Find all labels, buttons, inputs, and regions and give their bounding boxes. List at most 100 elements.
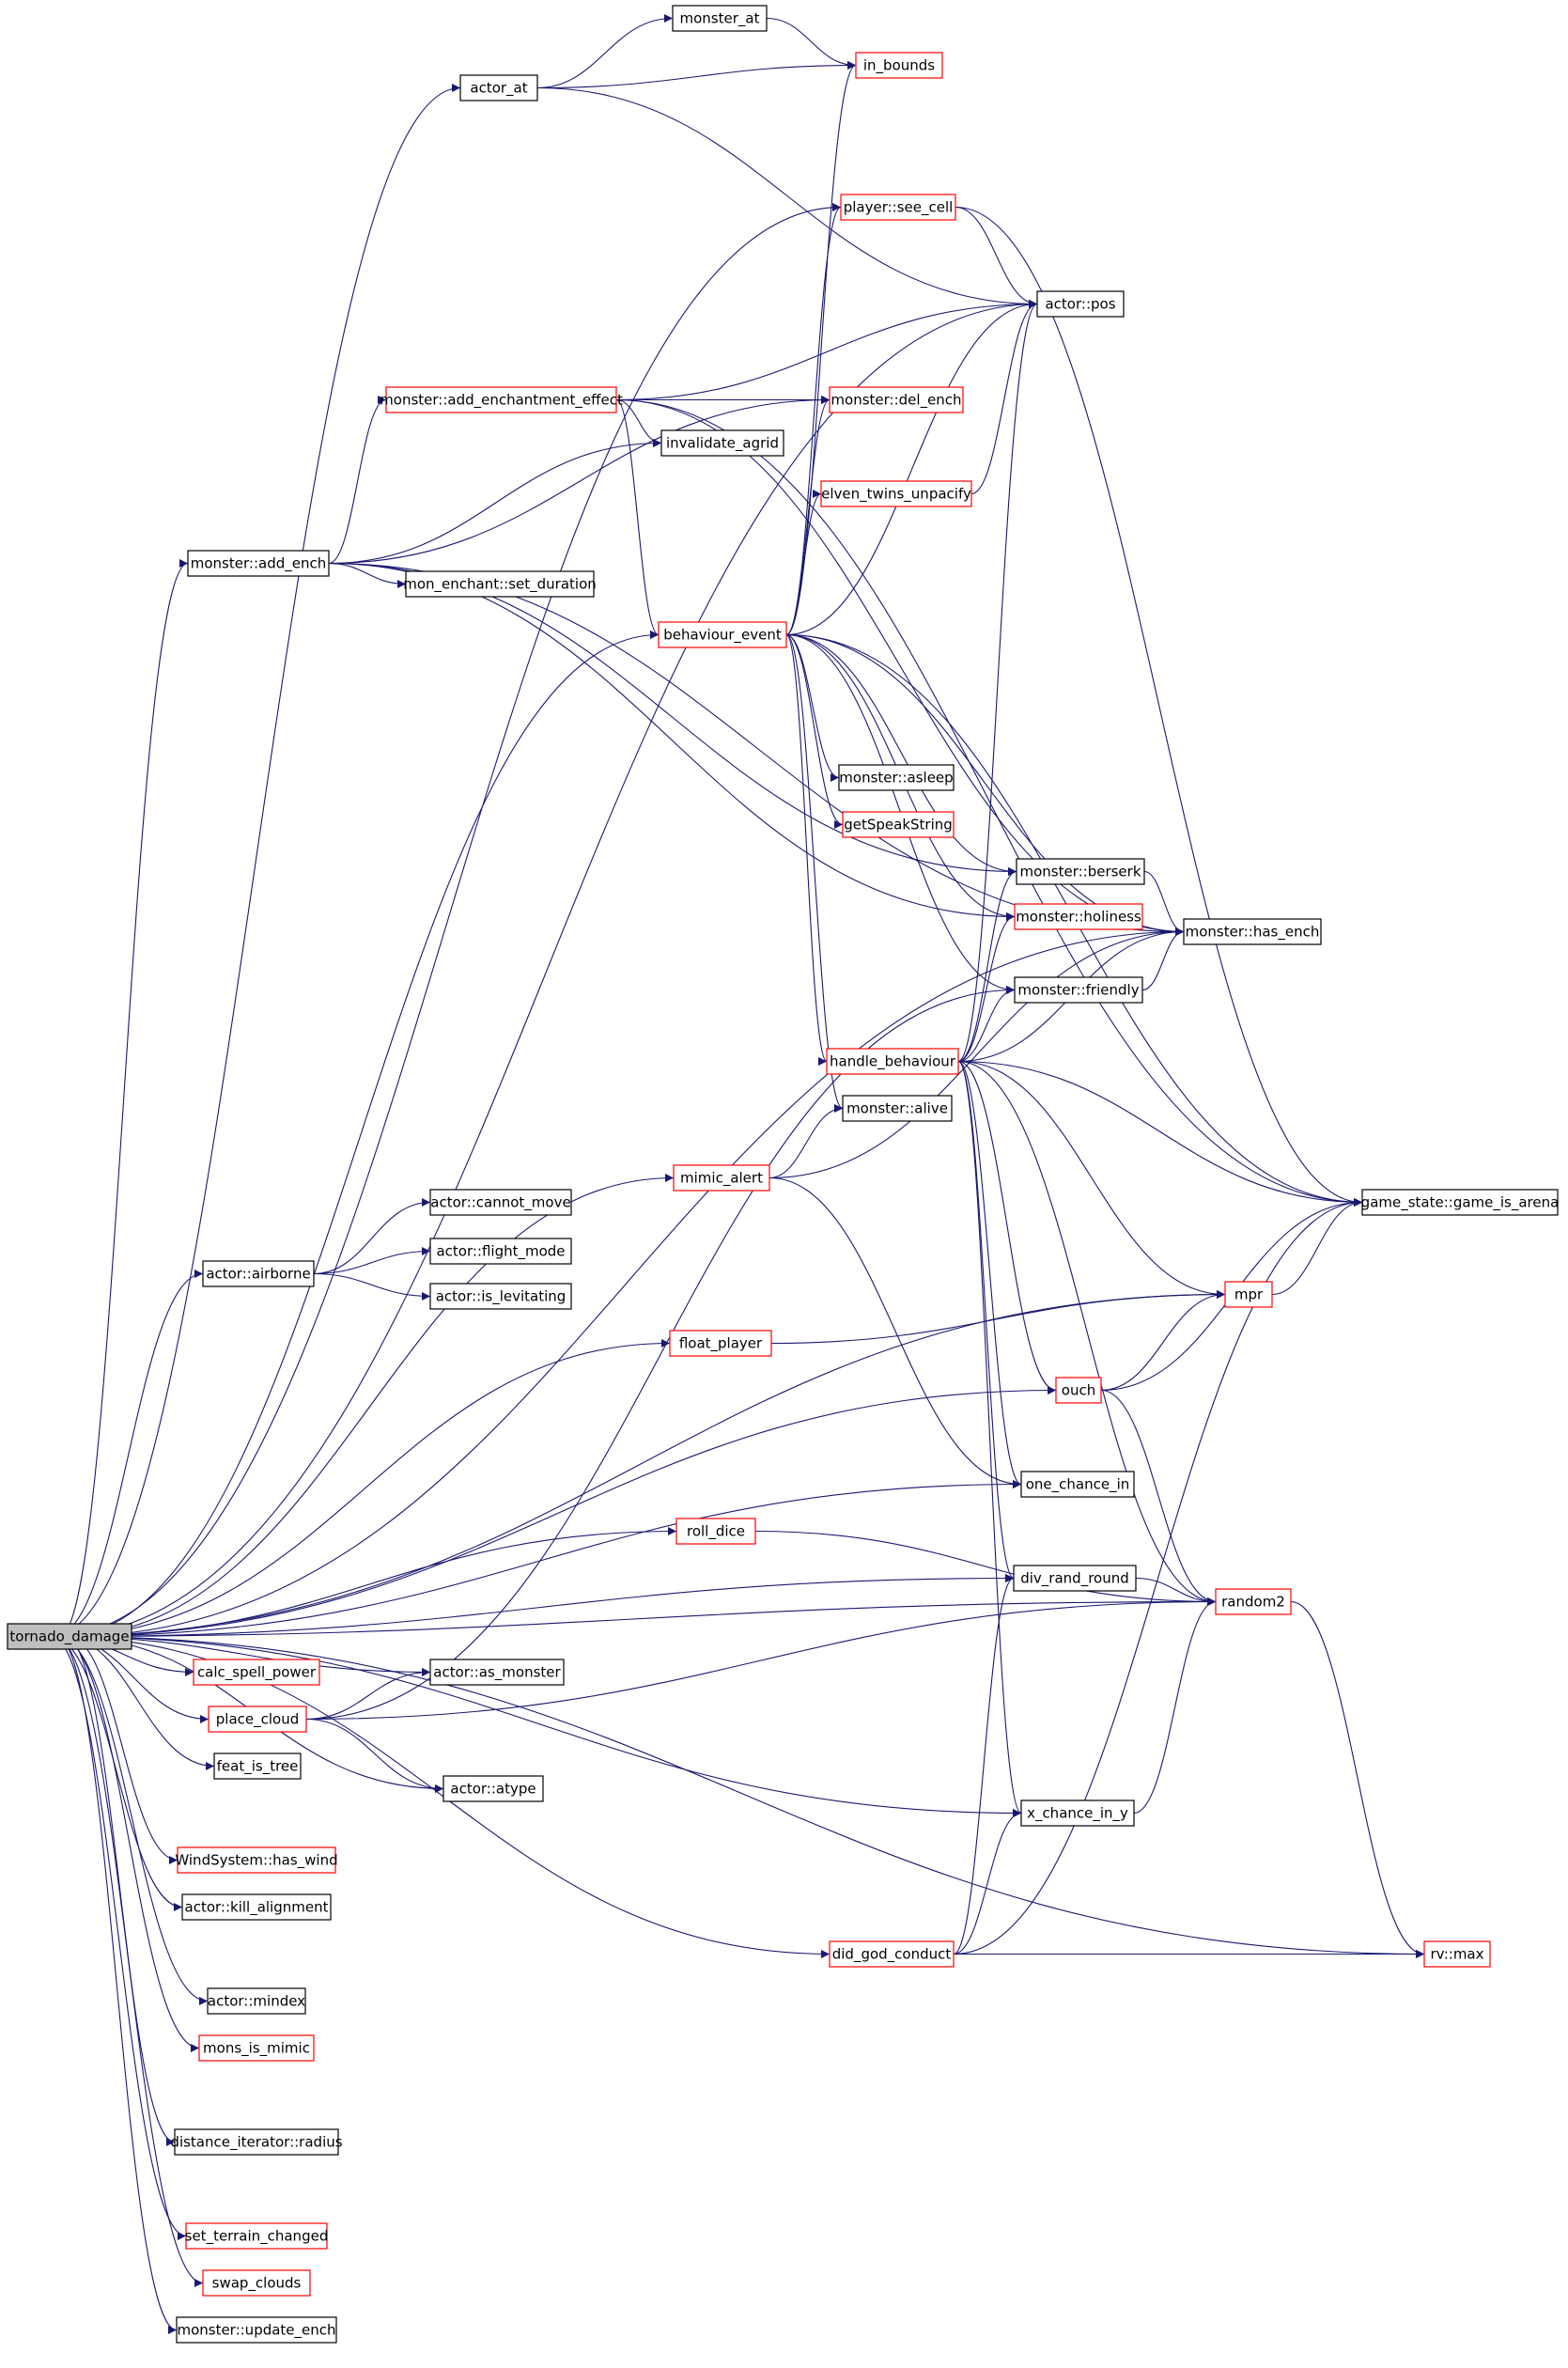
node-box-is_levitating[interactable]	[429, 1283, 572, 1310]
node-box-has_ench[interactable]	[1183, 918, 1322, 945]
node-x_chance_in_y[interactable]: x_chance_in_y	[1020, 1799, 1135, 1827]
node-behaviour_event[interactable]: behaviour_event	[658, 621, 787, 648]
node-mpr[interactable]: mpr	[1224, 1281, 1273, 1308]
node-actor_pos[interactable]: actor::pos	[1036, 290, 1125, 318]
node-as_monster[interactable]: actor::as_monster	[429, 1659, 565, 1686]
node-box-add_ench[interactable]	[187, 550, 330, 577]
node-tornado_damage[interactable]: tornado_damage	[7, 1623, 132, 1650]
node-box-player_see_cell[interactable]	[840, 194, 956, 221]
node-box-as_monster[interactable]	[429, 1659, 565, 1686]
node-cannot_move[interactable]: actor::cannot_move	[429, 1189, 572, 1216]
node-box-actor_pos[interactable]	[1036, 290, 1125, 318]
node-box-mindex[interactable]	[207, 1987, 306, 2015]
node-box-asleep[interactable]	[838, 764, 955, 791]
node-actor_at[interactable]: actor_at	[459, 74, 538, 101]
node-box-holiness[interactable]	[1014, 903, 1143, 930]
node-box-has_wind[interactable]	[177, 1846, 336, 1874]
node-rv_max[interactable]: rv::max	[1423, 1940, 1491, 1968]
node-box-atype[interactable]	[442, 1775, 544, 1802]
node-has_wind[interactable]: WindSystem::has_wind	[175, 1846, 338, 1874]
node-box-airborne[interactable]	[202, 1260, 315, 1287]
node-box-berserk[interactable]	[1016, 858, 1145, 885]
node-box-random2[interactable]	[1215, 1588, 1292, 1615]
node-box-mons_is_mimic[interactable]	[198, 2034, 315, 2062]
node-set_terrain_changed[interactable]: set_terrain_changed	[185, 2222, 329, 2250]
node-is_levitating[interactable]: actor::is_levitating	[429, 1283, 572, 1310]
node-handle_behaviour[interactable]: handle_behaviour	[826, 1048, 959, 1075]
node-did_god_conduct[interactable]: did_god_conduct	[829, 1940, 955, 1968]
node-box-swap_clouds[interactable]	[202, 2269, 311, 2297]
node-holiness[interactable]: monster::holiness	[1014, 903, 1143, 930]
node-box-float_player[interactable]	[669, 1330, 772, 1357]
node-getSpeakString[interactable]: getSpeakString	[842, 811, 955, 838]
node-monster_at[interactable]: monster_at	[672, 5, 768, 32]
node-box-getSpeakString[interactable]	[842, 811, 955, 838]
node-random2[interactable]: random2	[1215, 1588, 1292, 1615]
node-airborne[interactable]: actor::airborne	[202, 1260, 315, 1287]
node-box-elven_twins_unpacify[interactable]	[820, 480, 972, 507]
node-berserk[interactable]: monster::berserk	[1016, 858, 1145, 885]
node-box-in_bounds[interactable]	[855, 52, 943, 79]
node-box-feat_is_tree[interactable]	[213, 1753, 302, 1780]
node-one_chance_in[interactable]: one_chance_in	[1020, 1471, 1135, 1498]
node-float_player[interactable]: float_player	[669, 1330, 772, 1357]
node-box-mimic_alert[interactable]	[673, 1164, 770, 1192]
node-update_ench[interactable]: monster::update_ench	[176, 2316, 337, 2344]
node-ouch[interactable]: ouch	[1055, 1377, 1102, 1404]
node-elven_twins_unpacify[interactable]: elven_twins_unpacify	[820, 480, 972, 507]
node-has_ench[interactable]: monster::has_ench	[1183, 918, 1322, 945]
node-box-game_is_arena[interactable]	[1361, 1189, 1559, 1216]
node-add_ench[interactable]: monster::add_ench	[187, 550, 330, 577]
node-box-roll_dice[interactable]	[675, 1518, 756, 1545]
node-box-did_god_conduct[interactable]	[829, 1940, 955, 1968]
node-feat_is_tree[interactable]: feat_is_tree	[213, 1753, 302, 1780]
node-box-radius[interactable]	[174, 2128, 339, 2156]
node-set_duration[interactable]: mon_enchant::set_duration	[403, 570, 597, 598]
node-box-calc_spell_power[interactable]	[193, 1659, 320, 1686]
node-box-add_enchantment_effect[interactable]	[385, 386, 617, 413]
node-box-friendly[interactable]	[1014, 976, 1143, 1004]
node-mindex[interactable]: actor::mindex	[207, 1987, 306, 2015]
node-box-alive[interactable]	[842, 1095, 953, 1122]
node-kill_alignment[interactable]: actor::kill_alignment	[181, 1893, 332, 1921]
node-box-handle_behaviour[interactable]	[826, 1048, 959, 1075]
node-box-behaviour_event[interactable]	[658, 621, 787, 648]
node-box-cannot_move[interactable]	[429, 1189, 572, 1216]
node-box-one_chance_in[interactable]	[1020, 1471, 1135, 1498]
node-place_cloud[interactable]: place_cloud	[208, 1706, 307, 1733]
node-box-flight_mode[interactable]	[429, 1238, 572, 1265]
node-box-mpr[interactable]	[1224, 1281, 1273, 1308]
node-box-ouch[interactable]	[1055, 1377, 1102, 1404]
node-del_ench[interactable]: monster::del_ench	[829, 386, 964, 413]
node-player_see_cell[interactable]: player::see_cell	[840, 194, 956, 221]
node-asleep[interactable]: monster::asleep	[838, 764, 955, 791]
node-box-del_ench[interactable]	[829, 386, 964, 413]
node-friendly[interactable]: monster::friendly	[1014, 976, 1143, 1004]
node-box-place_cloud[interactable]	[208, 1706, 307, 1733]
node-box-actor_at[interactable]	[459, 74, 538, 101]
node-div_rand_round[interactable]: div_rand_round	[1013, 1565, 1137, 1592]
node-box-kill_alignment[interactable]	[181, 1893, 332, 1921]
node-in_bounds[interactable]: in_bounds	[855, 52, 943, 79]
node-box-update_ench[interactable]	[176, 2316, 337, 2344]
node-add_enchantment_effect[interactable]: monster::add_enchantment_effect	[380, 386, 623, 413]
node-radius[interactable]: distance_iterator::radius	[170, 2128, 343, 2156]
node-box-set_terrain_changed[interactable]	[185, 2222, 328, 2250]
node-box-tornado_damage[interactable]	[7, 1623, 132, 1650]
node-alive[interactable]: monster::alive	[842, 1095, 953, 1122]
node-atype[interactable]: actor::atype	[442, 1775, 544, 1802]
node-game_is_arena[interactable]: game_state::game_is_arena	[1361, 1189, 1560, 1216]
node-box-rv_max[interactable]	[1423, 1940, 1491, 1968]
node-mimic_alert[interactable]: mimic_alert	[673, 1164, 770, 1192]
node-calc_spell_power[interactable]: calc_spell_power	[193, 1659, 320, 1686]
node-box-x_chance_in_y[interactable]	[1020, 1799, 1135, 1827]
node-box-monster_at[interactable]	[672, 5, 768, 32]
node-box-invalidate_agrid[interactable]	[660, 429, 784, 457]
node-roll_dice[interactable]: roll_dice	[675, 1518, 756, 1545]
node-mons_is_mimic[interactable]: mons_is_mimic	[198, 2034, 315, 2062]
node-flight_mode[interactable]: actor::flight_mode	[429, 1238, 572, 1265]
node-invalidate_agrid[interactable]: invalidate_agrid	[660, 429, 784, 457]
node-box-div_rand_round[interactable]	[1013, 1565, 1137, 1592]
node-swap_clouds[interactable]: swap_clouds	[202, 2269, 311, 2297]
node-box-set_duration[interactable]	[405, 570, 595, 598]
